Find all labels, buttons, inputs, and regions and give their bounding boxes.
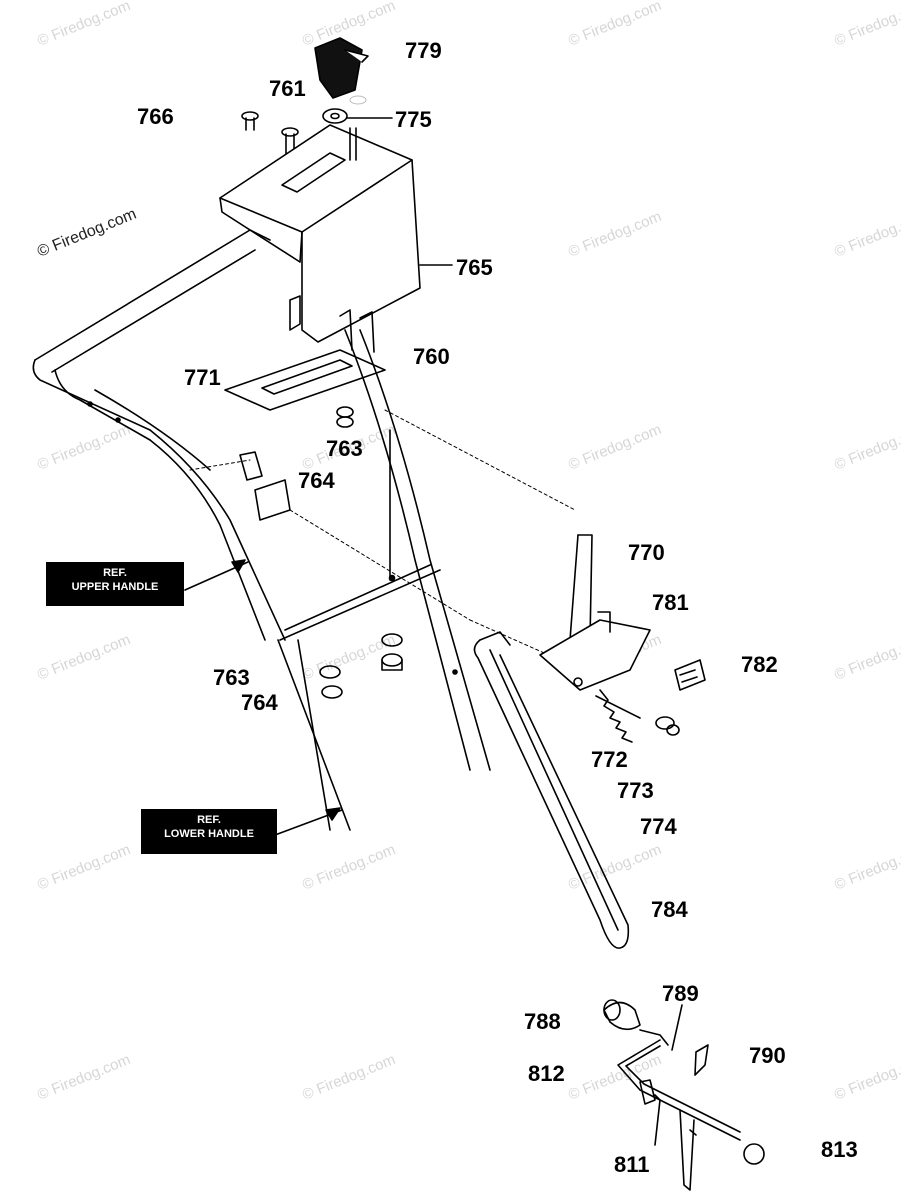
upper-handle xyxy=(32,229,491,831)
bolt-part-763 xyxy=(319,406,403,699)
callout-771: 771 xyxy=(184,365,221,390)
callout-764: 764 xyxy=(298,468,335,493)
callout-788: 788 xyxy=(524,1009,561,1034)
callout-781: 781 xyxy=(652,590,689,615)
screw-part-766 xyxy=(241,111,299,163)
callout-761: 761 xyxy=(269,76,306,101)
ref-label: UPPER HANDLE xyxy=(71,581,159,593)
lower-handle-ref-label: REF. LOWER HANDLE xyxy=(141,809,277,854)
callout-763: 763 xyxy=(213,665,250,690)
callout-789: 789 xyxy=(662,981,699,1006)
upper-handle-ref-label: REF. UPPER HANDLE xyxy=(46,562,184,606)
plate-part-760 xyxy=(224,309,386,411)
spring-part-772 xyxy=(595,689,680,743)
callout-774: 774 xyxy=(640,814,677,839)
ref-label: LOWER HANDLE xyxy=(164,828,254,840)
knob-part-779 xyxy=(314,37,369,105)
rod-part-784 xyxy=(473,631,630,949)
pin-part-782 xyxy=(674,659,706,691)
linkage-assembly xyxy=(603,999,765,1191)
callout-765: 765 xyxy=(456,255,493,280)
callout-812: 812 xyxy=(528,1061,565,1086)
callout-813: 813 xyxy=(821,1137,858,1162)
callout-779: 779 xyxy=(405,38,442,63)
callout-766: 766 xyxy=(137,104,174,129)
callout-790: 790 xyxy=(749,1043,786,1068)
bracket-part-765 xyxy=(219,124,453,343)
callout-770: 770 xyxy=(628,540,665,565)
callout-775: 775 xyxy=(395,107,432,132)
callout-763: 763 xyxy=(326,436,363,461)
washer-part-775 xyxy=(322,108,393,124)
lever-part-770 xyxy=(539,534,651,691)
ref-label: REF. xyxy=(197,814,221,826)
ref-label: REF. xyxy=(103,567,127,579)
callout-764: 764 xyxy=(241,690,278,715)
callout-773: 773 xyxy=(617,778,654,803)
callout-772: 772 xyxy=(591,747,628,772)
callout-811: 811 xyxy=(614,1152,650,1177)
callout-760: 760 xyxy=(413,344,450,369)
callout-784: 784 xyxy=(651,897,688,922)
callout-782: 782 xyxy=(741,652,778,677)
